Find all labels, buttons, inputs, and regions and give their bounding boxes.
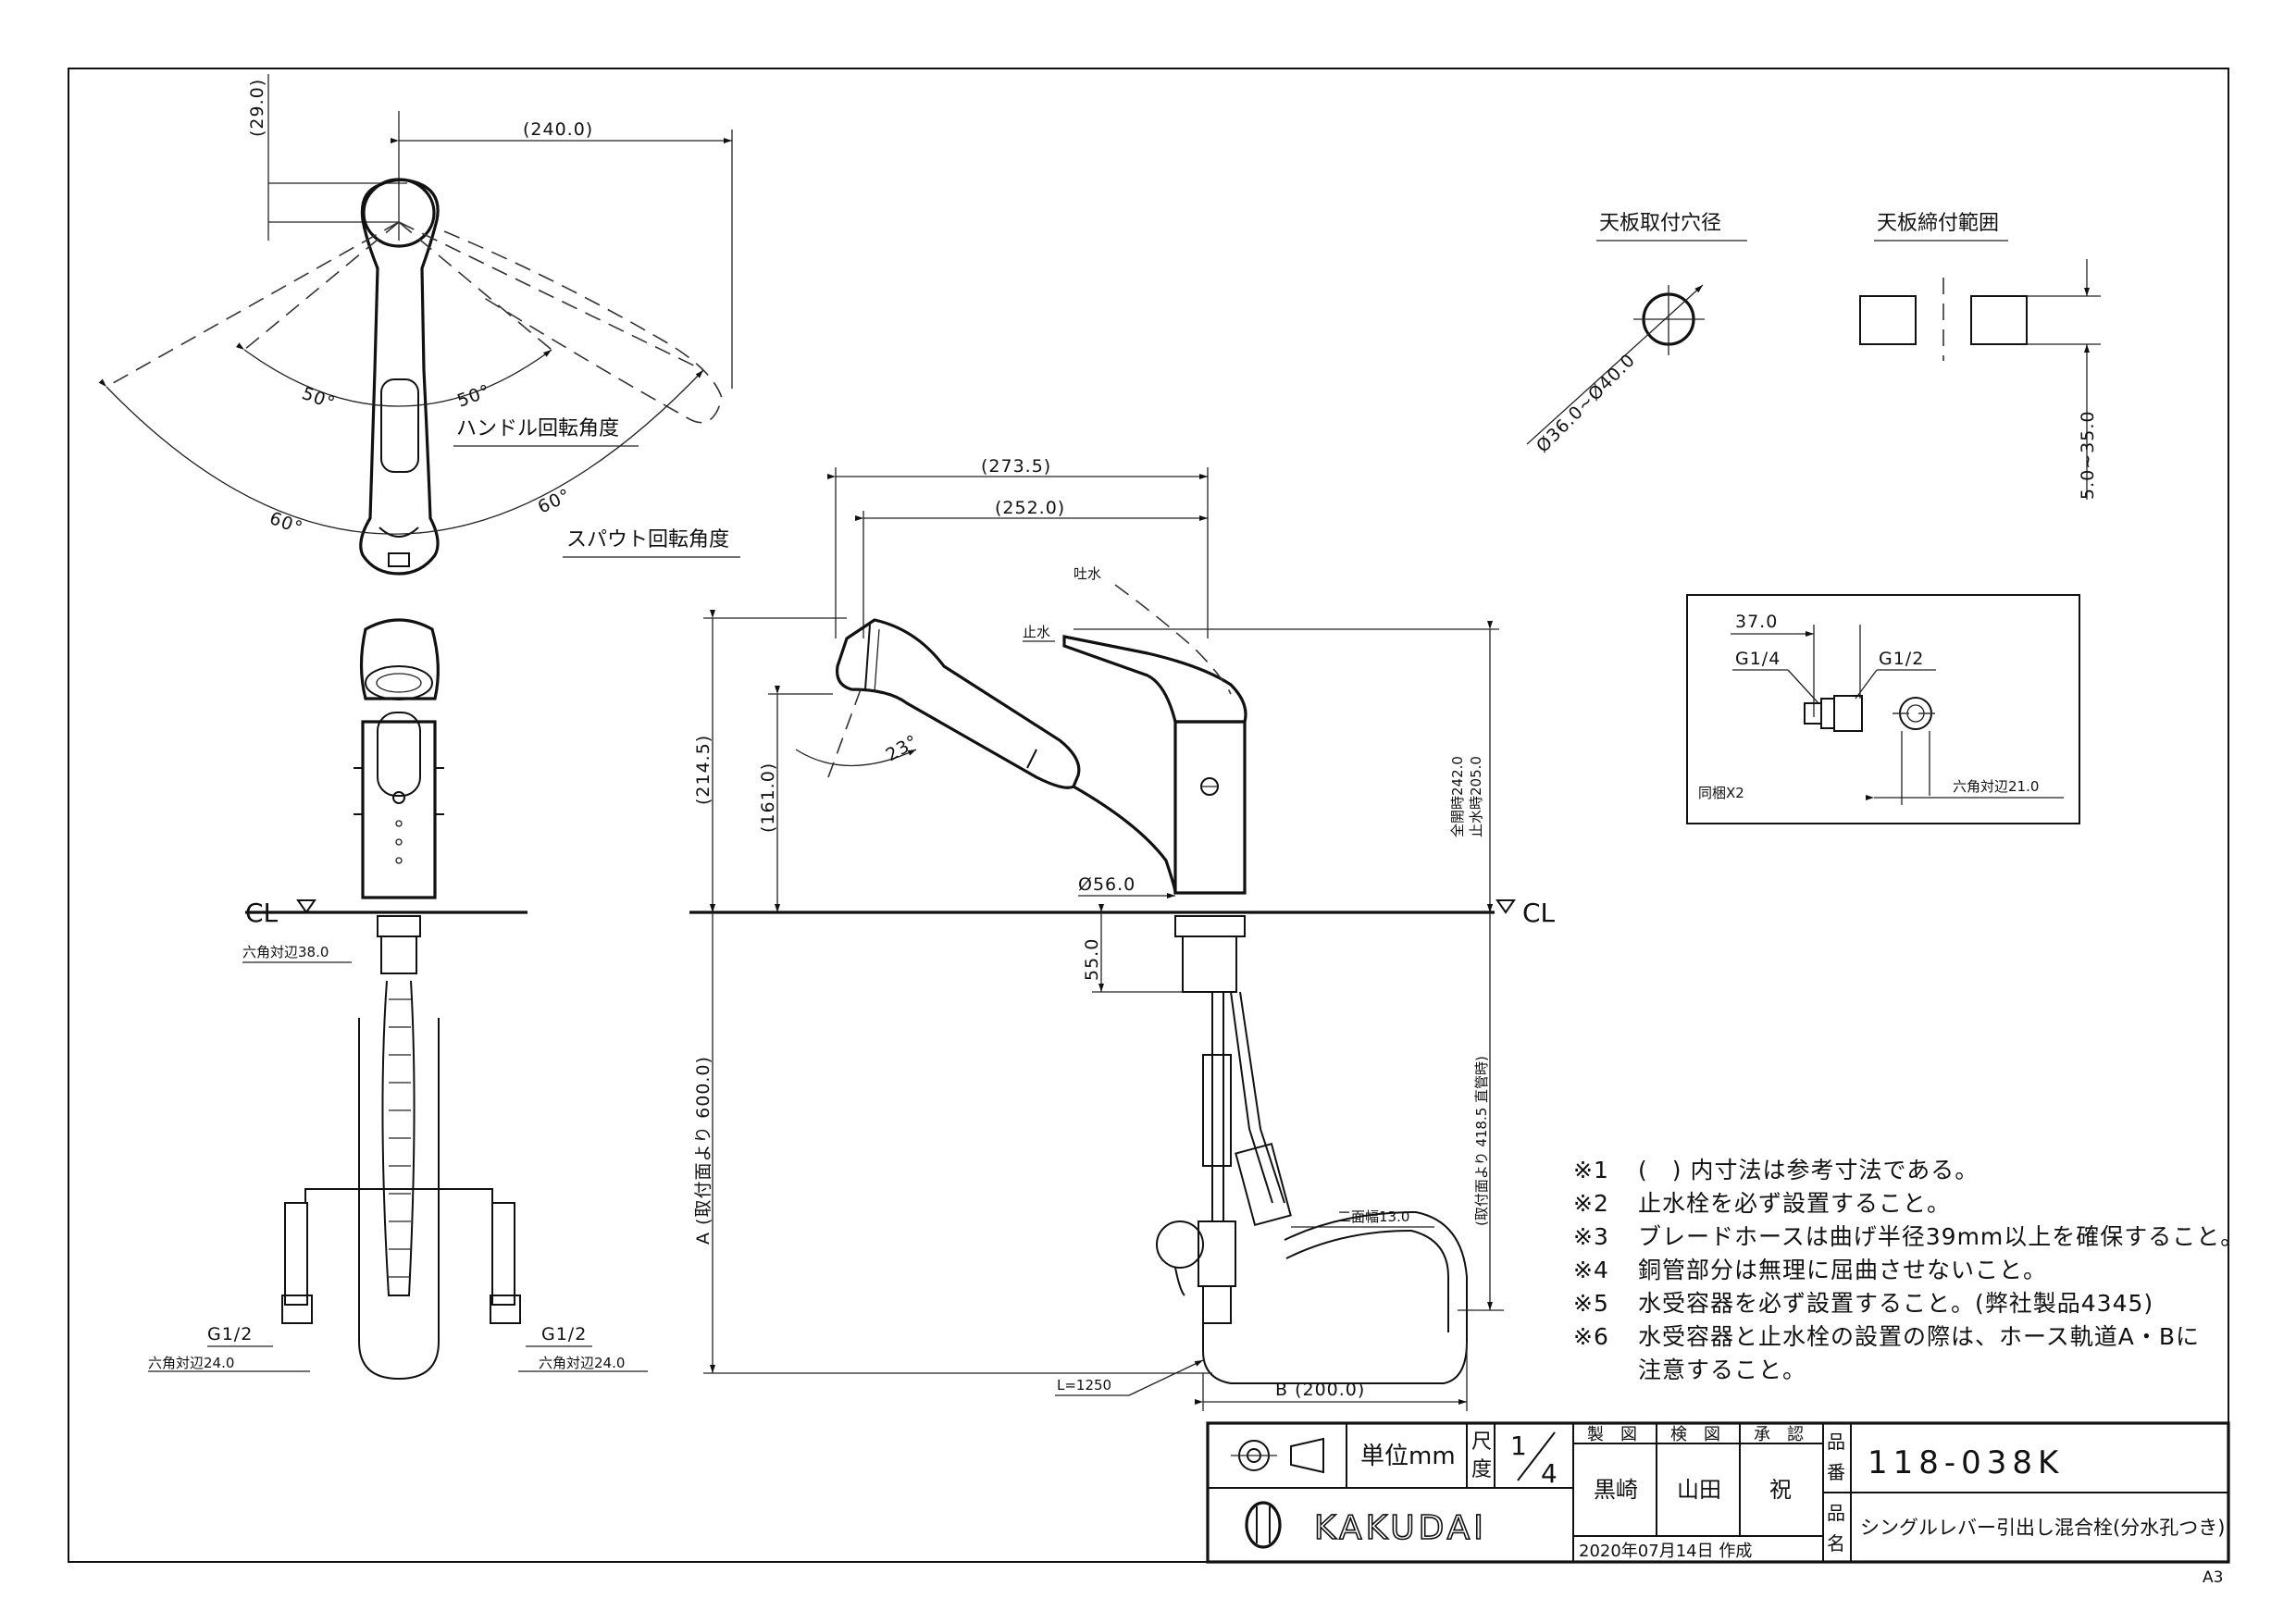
- col-checked: 検 図: [1670, 1425, 1720, 1444]
- note-1-text: ( ) 内寸法は参考寸法である。: [1638, 1157, 1979, 1183]
- detail-clamp: 天板締付範囲 5.0~35.0: [1859, 212, 2101, 500]
- scale-label-1: 尺: [1471, 1431, 1492, 1454]
- col-approved: 承 認: [1754, 1425, 1804, 1444]
- dim-242-line1: 全開時242.0: [1449, 756, 1466, 837]
- dim-56: Ø56.0: [1078, 874, 1136, 895]
- top-view: (240.0) (29.0) 50° 50° 60° 60° ハンドル回転角度 …: [98, 74, 740, 576]
- dim-242-line2: 止水時205.0: [1468, 756, 1484, 837]
- checked-by: 山田: [1677, 1477, 1721, 1503]
- kakudai-logo: KAKUDAI: [1245, 1501, 1487, 1549]
- clamp-dim: 5.0~35.0: [2078, 411, 2098, 500]
- product-name: シングルレバー引出し混合栓(分水孔つき): [1860, 1517, 2225, 1539]
- note-6-text: 水受容器と止水栓の設置の際は、ホース軌道A・Bに: [1638, 1323, 2200, 1350]
- part-no-label-2: 番: [1827, 1461, 1845, 1483]
- inset-hex21: 六角対辺21.0: [1953, 778, 2039, 795]
- title-block: 単位mm 尺 度 1 4 製 図 検 図 承 認 黒崎 山田 祝 2020年07…: [1206, 1421, 2230, 1564]
- dim-214: (214.5): [693, 735, 714, 805]
- part-number: 118-038K: [1868, 1444, 2064, 1481]
- note-6-cont: 注意すること。: [1638, 1357, 1806, 1383]
- notes: ※1 ( ) 内寸法は参考寸法である。 ※2 止水栓を必ず設置すること。 ※3 …: [1573, 1157, 2244, 1383]
- angle-spout-right: 60°: [535, 485, 575, 517]
- unit-label: 単位mm: [1360, 1443, 1456, 1470]
- label-handle-rotation: ハンドル回転角度: [456, 417, 619, 440]
- label-spout-rotation: スパウト回転角度: [566, 528, 729, 551]
- brand: KAKUDAI: [1314, 1509, 1487, 1547]
- note-5-text: 水受容器を必ず設置すること。(弊社製品4345): [1638, 1290, 2153, 1317]
- inset-g12: G1/2: [1879, 649, 1924, 669]
- dim-161: (161.0): [758, 762, 778, 833]
- col-drawn: 製 図: [1587, 1425, 1637, 1444]
- note-4-text: 銅管部分は無理に屈曲させないこと。: [1638, 1257, 2047, 1283]
- label-stop-water: 止水: [1023, 624, 1050, 640]
- approved-by: 祝: [1769, 1477, 1792, 1503]
- inset-37: 37.0: [1735, 612, 1778, 632]
- note-4-mark: ※4: [1573, 1257, 1609, 1283]
- name-label-2: 名: [1827, 1532, 1845, 1555]
- hole-dim: Ø36.0~Ø40.0: [1533, 350, 1640, 457]
- date-line: 2020年07月14日 作成: [1579, 1542, 1752, 1561]
- dim-273: (273.5): [981, 456, 1051, 477]
- angle-handle-right: 50°: [454, 380, 493, 411]
- angle-handle-left: 50°: [299, 383, 338, 414]
- dim-600: A (取付面より 600.0): [693, 1056, 714, 1245]
- sheet-size: A3: [2203, 1568, 2223, 1587]
- hex-24-right: 六角対辺24.0: [539, 1355, 625, 1371]
- scale-den: 4: [1541, 1458, 1558, 1489]
- dim-252: (252.0): [995, 498, 1065, 518]
- inset-qty: 同梱X2: [1698, 785, 1744, 801]
- note-2-text: 止水栓を必ず設置すること。: [1638, 1190, 1951, 1217]
- sheet-frame: [68, 68, 2229, 1563]
- hole-title: 天板取付穴径: [1599, 212, 1721, 235]
- scale-label-2: 度: [1471, 1458, 1492, 1481]
- note-3-mark: ※3: [1573, 1223, 1609, 1250]
- angle-spout-left: 60°: [267, 508, 305, 539]
- note-3-text: ブレードホースは曲げ半径39mm以上を確保すること。: [1638, 1223, 2244, 1250]
- dim-418: (取付面より 418.5 直管時): [1473, 1056, 1490, 1226]
- dim-b: B (200.0): [1275, 1380, 1365, 1400]
- inset-g14: G1/4: [1735, 649, 1781, 669]
- hex-24-left: 六角対辺24.0: [148, 1355, 234, 1371]
- cl-left: CL: [245, 898, 279, 928]
- name-label-1: 品: [1827, 1502, 1845, 1524]
- dim-29: (29.0): [247, 79, 267, 137]
- clamp-title: 天板締付範囲: [1877, 212, 1999, 235]
- front-view: CL 六角対辺38.0 G1/2 G1/2 六角対辺24.0 六角対辺24.0: [148, 618, 648, 1381]
- scale-num: 1: [1510, 1431, 1527, 1461]
- side-view: (273.5) (252.0) 吐水 止水 (214.5) (161.0) 23…: [689, 456, 1556, 1411]
- note-1-mark: ※1: [1573, 1157, 1609, 1183]
- dim-55: 55.0: [1082, 938, 1102, 981]
- drawn-by: 黒崎: [1594, 1477, 1638, 1503]
- detail-hole: 天板取付穴径 Ø36.0~Ø40.0: [1526, 212, 1747, 457]
- cl-right: CL: [1522, 898, 1556, 928]
- dim-l: L=1250: [1057, 1377, 1111, 1394]
- note-2-mark: ※2: [1573, 1190, 1609, 1217]
- g12-left: G1/2: [207, 1324, 253, 1344]
- detail-inset: 37.0 G1/4 G1/2 同梱X2 六角対辺21.0: [1686, 594, 2080, 824]
- note-6-mark: ※6: [1573, 1323, 1609, 1350]
- label-spout-water: 吐水: [1074, 565, 1101, 582]
- part-no-label-1: 品: [1827, 1431, 1845, 1453]
- note-5-mark: ※5: [1573, 1290, 1609, 1317]
- dim-nimen: 二面幅13.0: [1337, 1208, 1409, 1225]
- g12-right: G1/2: [541, 1324, 587, 1344]
- hex-38: 六角対辺38.0: [242, 944, 329, 960]
- dim-240: (240.0): [523, 119, 593, 140]
